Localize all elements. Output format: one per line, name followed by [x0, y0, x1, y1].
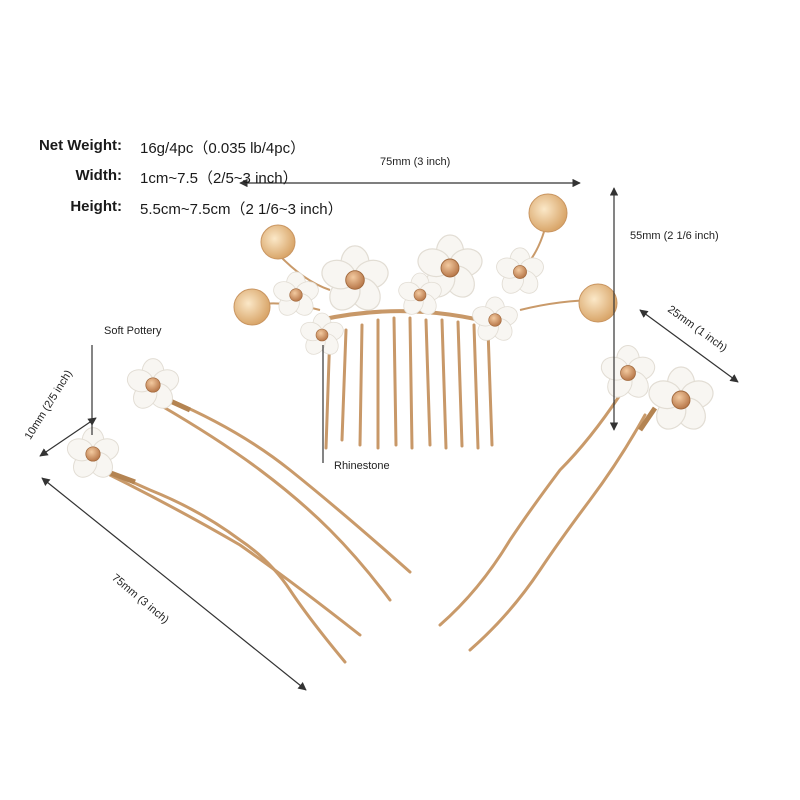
comb-width-label: 75mm (3 inch) [380, 156, 451, 168]
soft-pottery-callout: Soft Pottery [104, 325, 162, 337]
comb-sequins [233, 193, 618, 326]
spec-width: Width: 1cm~7.5（2/5~3 inch） [0, 167, 380, 193]
hair-pin-right-back [468, 366, 718, 652]
dimension-lines [39, 178, 739, 691]
spec-value: 5.5cm~7.5cm（2 1/6~3 inch） [140, 201, 343, 218]
spec-label: Width: [75, 167, 122, 184]
comb-height-label: 55mm (2 1/6 inch) [630, 230, 719, 242]
spec-label: Height: [70, 198, 122, 215]
comb-teeth [324, 316, 494, 450]
hair-comb [233, 193, 618, 450]
spec-value: 16g/4pc（0.035 lb/4pc） [140, 140, 306, 157]
spec-label: Net Weight: [38, 137, 122, 154]
hair-pin-left-front [64, 427, 362, 664]
spec-net-weight: Net Weight: 16g/4pc（0.035 lb/4pc） [0, 137, 380, 163]
comb-flowers [270, 234, 547, 359]
spec-height: Height: 5.5cm~7.5cm（2 1/6~3 inch） [0, 198, 380, 224]
spec-value: 1cm~7.5（2/5~3 inch） [140, 170, 298, 187]
hair-pin-right-front [438, 345, 659, 627]
rhinestone-callout: Rhinestone [334, 460, 390, 472]
